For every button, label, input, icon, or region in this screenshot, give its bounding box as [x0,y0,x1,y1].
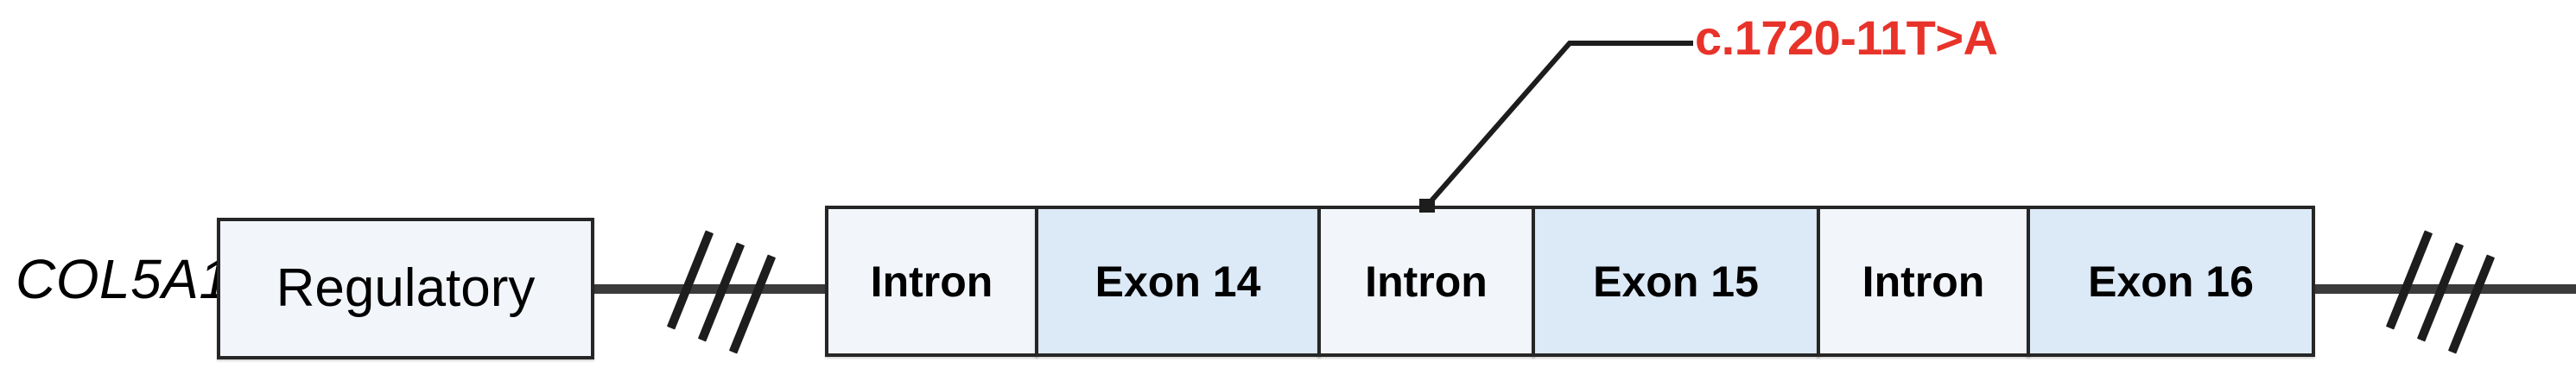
feature-box-intron-2[interactable]: Intron [1317,206,1535,357]
regulatory-region-box[interactable]: Regulatory [217,218,594,359]
feature-box-intron-0[interactable]: Intron [825,206,1038,357]
feature-box-label: Intron [1365,257,1488,306]
variant-annotation-label: c.1720-11T>A [1695,10,1998,65]
feature-box-intron-4[interactable]: Intron [1817,206,2030,357]
feature-box-exon-15-3[interactable]: Exon 15 [1532,206,1820,357]
feature-box-label: Intron [870,257,993,306]
break-slash [2447,254,2496,354]
gene-name-label: COL5A1 [16,248,231,310]
feature-box-label: Exon 14 [1094,257,1261,306]
feature-box-label: Exon 15 [1593,257,1759,306]
break-slash [728,254,777,354]
feature-box-label: Intron [1862,257,1985,306]
backbone-line-left [589,284,833,294]
feature-box-exon-14-1[interactable]: Exon 14 [1035,206,1321,357]
break-symbol-left-icon [658,226,796,354]
variant-callout-leader-line [1419,41,1693,213]
regulatory-region-label: Regulatory [276,258,536,318]
feature-box-exon-16-5[interactable]: Exon 16 [2027,206,2315,357]
break-symbol-right-icon [2377,226,2516,354]
feature-box-label: Exon 16 [2088,257,2254,306]
